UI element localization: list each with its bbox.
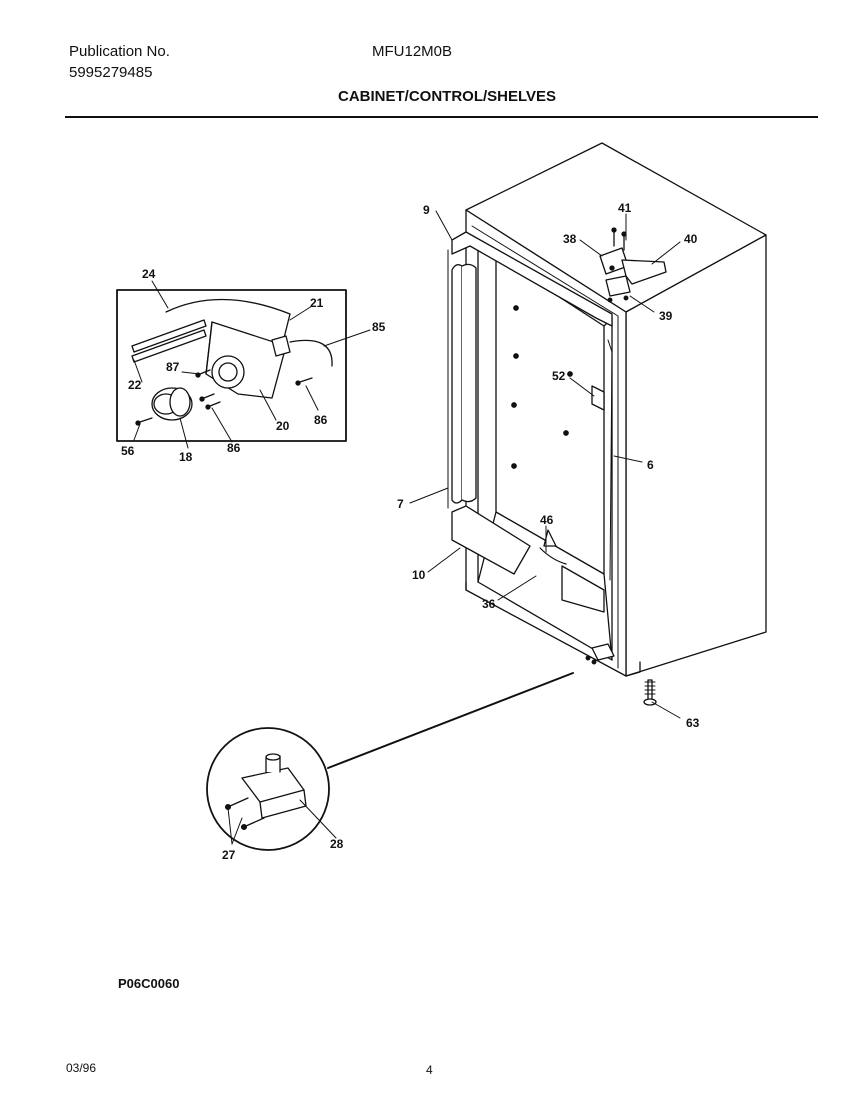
leveling-leg: [643, 679, 657, 706]
callout-41: 41: [618, 201, 632, 215]
callout-63: 63: [686, 716, 700, 730]
callout-56: 56: [121, 444, 135, 458]
hinge-detail-inset: [206, 672, 574, 851]
callout-7: 7: [397, 497, 404, 511]
callout-21: 21: [310, 296, 324, 310]
breaker-strip-bottom: [451, 505, 605, 613]
callout-85: 85: [372, 320, 386, 334]
callout-27: 27: [222, 848, 236, 862]
callout-87: 87: [166, 360, 180, 374]
callout-86-right: 86: [314, 413, 328, 427]
callout-86-bottom: 86: [227, 441, 241, 455]
callout-36: 36: [482, 597, 496, 611]
header-rule: [65, 116, 818, 118]
drain-trough: [539, 529, 567, 565]
top-hinge-assembly: [599, 227, 667, 303]
callout-20: 20: [276, 419, 290, 433]
figure-code: P06C0060: [118, 976, 180, 991]
callout-10: 10: [412, 568, 426, 582]
model-number: MFU12M0B: [372, 43, 453, 60]
breaker-strip-left: [447, 249, 477, 509]
callout-24: 24: [142, 267, 156, 281]
callout-40: 40: [684, 232, 698, 246]
page-number: 4: [426, 1063, 433, 1077]
cabinet-body: [465, 142, 767, 677]
callout-46: 46: [540, 513, 554, 527]
control-inset: [116, 289, 347, 442]
callout-22: 22: [128, 378, 142, 392]
callout-38: 38: [563, 232, 577, 246]
leader-lines: [133, 210, 681, 845]
callout-39: 39: [659, 309, 673, 323]
breaker-strip-top: [451, 231, 613, 327]
section-title: CABINET/CONTROL/SHELVES: [338, 88, 557, 105]
publication-label: Publication No.: [69, 43, 170, 60]
callout-18: 18: [179, 450, 193, 464]
callout-28: 28: [330, 837, 344, 851]
publication-number: 5995279485: [69, 64, 153, 81]
revision-date: 03/96: [66, 1061, 97, 1075]
callout-6: 6: [647, 458, 654, 472]
callout-9: 9: [423, 203, 430, 217]
callout-52: 52: [552, 369, 566, 383]
bottom-hinge: [585, 643, 615, 665]
